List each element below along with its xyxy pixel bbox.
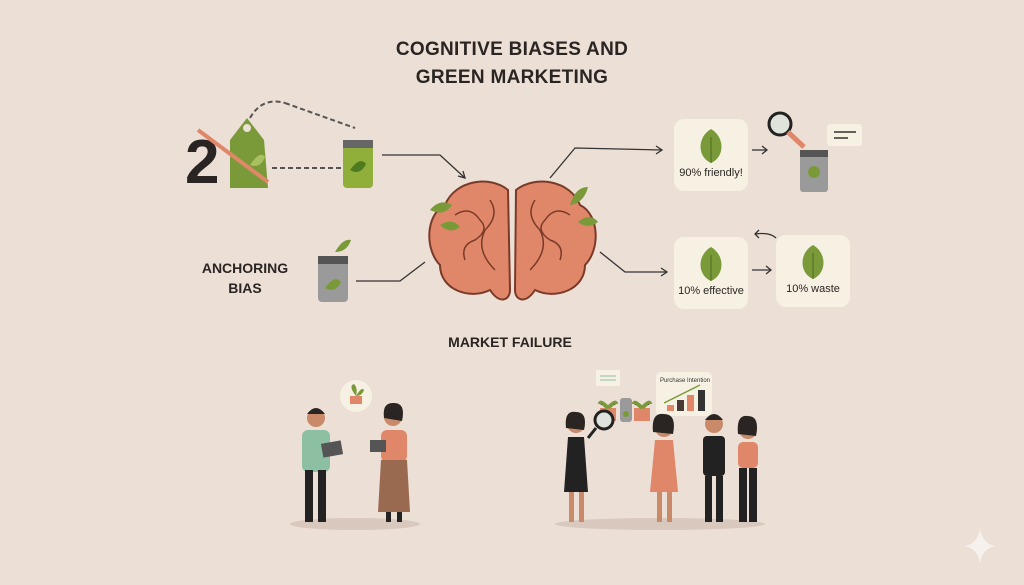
arrows	[356, 145, 777, 282]
card-text: 10% effective	[678, 285, 744, 297]
product-display-icon	[596, 370, 652, 422]
person-with-magnifier-icon	[564, 409, 615, 522]
person-woman-right-icon	[737, 415, 758, 522]
person-presenter-icon	[650, 413, 678, 522]
sparkle-icon	[964, 528, 996, 564]
gray-can-icon	[318, 239, 351, 302]
anchoring-bias-label: ANCHORING BIAS	[201, 260, 289, 296]
chain-icon	[249, 100, 356, 169]
card-effective: 10% effective	[674, 237, 748, 309]
leaf-icon	[802, 245, 824, 279]
green-can-icon	[343, 140, 373, 188]
card-waste: 10% waste	[776, 235, 850, 307]
brain-icon	[428, 180, 598, 301]
price-tag-icon: 2	[185, 118, 270, 197]
inspected-can-icon	[800, 150, 828, 192]
card-text: 10% waste	[786, 283, 840, 295]
page-title: COGNITIVE BIASES AND GREEN MARKETING	[0, 36, 1024, 92]
floor-shadow-right	[555, 518, 765, 530]
market-failure-label: MARKET FAILURE	[448, 334, 572, 350]
title-line-1: COGNITIVE BIASES AND	[395, 39, 629, 60]
leaf-icon	[700, 247, 722, 281]
person-man-glasses-icon	[703, 414, 725, 522]
person-man-icon	[302, 408, 344, 522]
plant-thought-bubble-icon	[340, 380, 372, 412]
card-text: 90% friendly!	[679, 167, 743, 179]
anchor-price-digit: 2	[185, 128, 219, 197]
card-friendly: 90% friendly!	[674, 119, 748, 191]
speech-bubble-icon	[827, 124, 862, 146]
person-woman-icon	[370, 402, 410, 522]
leaf-icon	[700, 129, 722, 163]
title-line-2: GREEN MARKETING	[415, 67, 609, 88]
magnifier-icon	[767, 111, 806, 149]
purchase-chart-icon	[656, 372, 712, 416]
purchase-chart-title: Purchase Intention	[660, 378, 710, 384]
